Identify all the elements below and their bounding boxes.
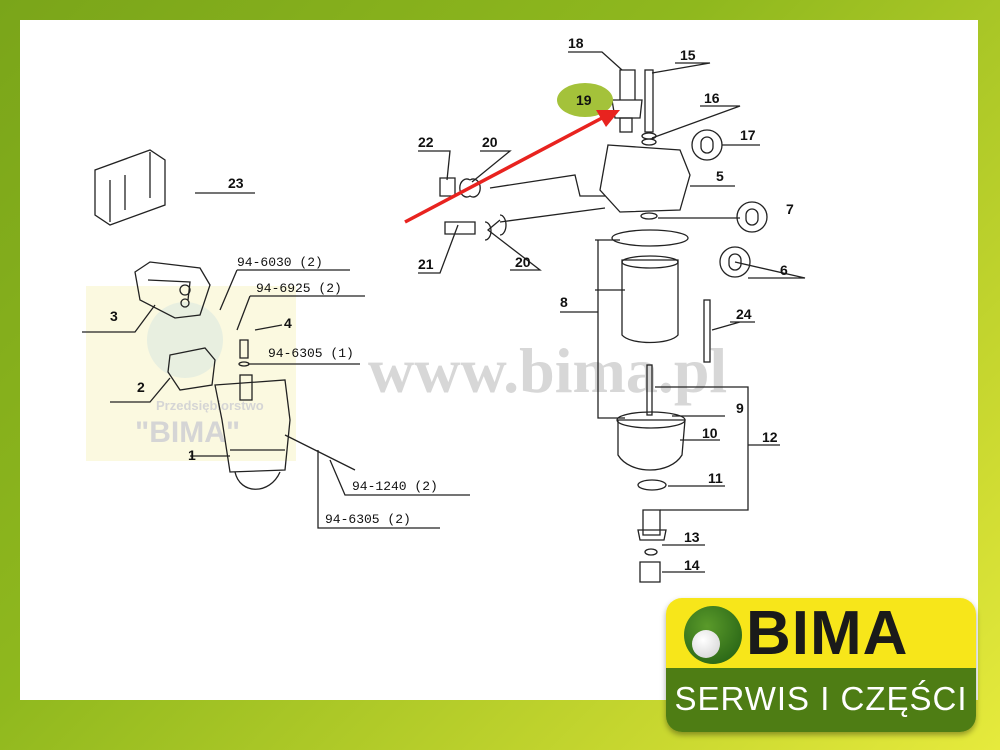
callout-5: 5 — [716, 168, 724, 184]
callout-20-upper: 20 — [482, 134, 498, 150]
callout-11: 11 — [708, 470, 723, 486]
exploded-parts-diagram: www.bima.pl Przedsiębiorstwo "BIMA" — [82, 35, 806, 583]
callout-2: 2 — [137, 379, 145, 395]
callout-22: 22 — [418, 134, 434, 150]
watermark-logo — [147, 302, 223, 378]
parts-diagram-canvas: www.bima.pl Przedsiębiorstwo "BIMA" — [20, 20, 978, 700]
seal-ring-part-6 — [611, 229, 689, 247]
part-number-94-6925: 94-6925 (2) — [256, 281, 342, 296]
callout-1: 1 — [188, 447, 196, 463]
plug-part-14 — [639, 561, 661, 583]
center-tube-part-9 — [646, 364, 653, 416]
callout-24: 24 — [736, 306, 752, 322]
part-number-94-6305-single: 94-6305 (1) — [268, 346, 354, 361]
callout-14: 14 — [684, 557, 700, 573]
callout-3: 3 — [110, 308, 118, 324]
part-number-94-1240: 94-1240 (2) — [352, 479, 438, 494]
callout-8: 8 — [560, 294, 568, 310]
watermark-url: www.bima.pl — [368, 335, 727, 406]
callout-15: 15 — [680, 47, 696, 63]
bolt-part-15 — [644, 69, 654, 133]
logo-pearl-icon — [692, 630, 720, 658]
part-number-94-6030: 94-6030 (2) — [237, 255, 323, 270]
callout-16: 16 — [704, 90, 720, 106]
callout-23: 23 — [228, 175, 244, 191]
gasket-part-2 — [167, 347, 216, 391]
drain-part-13 — [637, 509, 667, 541]
callout-4: 4 — [284, 315, 292, 331]
callout-21: 21 — [418, 256, 434, 272]
bracket-part-23 — [94, 149, 166, 226]
part-number-94-6305-pair: 94-6305 (2) — [325, 512, 411, 527]
callout-19: 19 — [576, 92, 592, 108]
callout-17: 17 — [740, 127, 756, 143]
filter-cartridge-part-8 — [621, 259, 679, 344]
callout-20-lower: 20 — [515, 254, 531, 270]
callout-6: 6 — [780, 262, 788, 278]
watermark-company-line: Przedsiębiorstwo — [156, 398, 264, 413]
bowl-part-10 — [617, 419, 686, 471]
rod-part-24 — [703, 299, 711, 363]
callout-12: 12 — [762, 429, 778, 445]
callout-10: 10 — [702, 425, 718, 441]
callout-7: 7 — [786, 201, 794, 217]
highlight-marker-19 — [557, 83, 613, 117]
filter-head-part-5 — [599, 144, 691, 213]
washer-part-11 — [637, 479, 667, 491]
bima-logo: BIMA SERWIS I CZĘŚCI — [666, 598, 976, 732]
logo-tagline: SERWIS I CZĘŚCI — [666, 668, 976, 732]
red-pointer-arrow — [404, 110, 620, 224]
callout-18: 18 — [568, 35, 584, 51]
logo-brand: BIMA — [746, 599, 909, 668]
callout-13: 13 — [684, 529, 700, 545]
fuel-filter-assembly-part-1 — [214, 379, 291, 473]
callout-9: 9 — [736, 400, 744, 416]
